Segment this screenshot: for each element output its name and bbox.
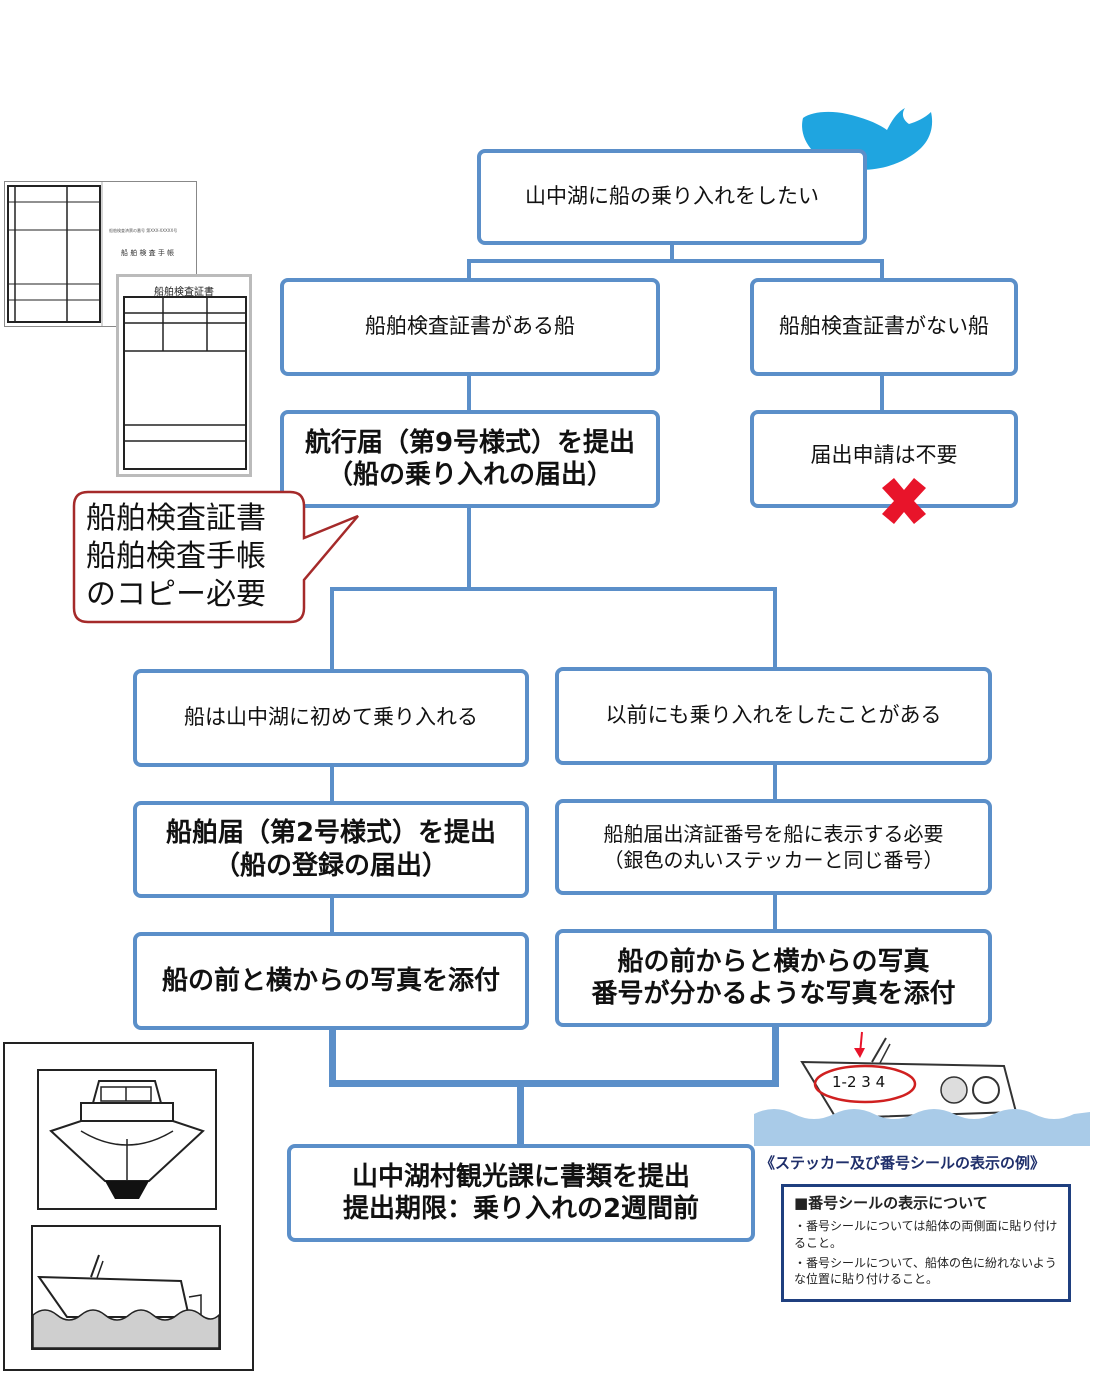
vessel-notice-line1: 船舶届（第2号様式）を提出: [165, 818, 497, 848]
callout-line2: 船舶検査手帳: [86, 539, 266, 575]
connector: [517, 1083, 524, 1147]
no-application-box: 届出申請は不要: [750, 410, 1018, 508]
connector: [330, 765, 334, 803]
connector: [773, 893, 777, 931]
sticker-number: 1-2 3 4: [832, 1073, 886, 1091]
connector: [467, 259, 471, 281]
attach-photo-number-line2: 番号が分かるような写真を添付: [591, 979, 956, 1009]
submit-line2: 提出期限：乗り入れの2週間前: [342, 1194, 700, 1224]
note-item: ・番号シールについて、船体の色に紛れないような位置に貼り付けること。: [794, 1255, 1057, 1287]
connector: [772, 1025, 779, 1086]
navigation-notice-box: 航行届（第9号様式）を提出 （船の乗り入れの届出）: [280, 410, 660, 508]
connector: [467, 259, 884, 263]
boat-front-icon: [37, 1069, 217, 1210]
vessel-notice-box: 船舶届（第2号様式）を提出 （船の登録の届出）: [133, 801, 529, 898]
connector: [670, 244, 674, 262]
callout-line1: 船舶検査証書: [86, 501, 266, 536]
certificate-small-text: 船舶検査済票の番号 第XXX-XXXXX号: [109, 228, 178, 233]
has-certificate-box: 船舶検査証書がある船: [280, 278, 660, 376]
cross-icon: [882, 478, 926, 524]
notebook-title: 船 舶 検 査 手 帳: [121, 249, 175, 257]
no-certificate-text: 船舶検査証書がない船: [779, 314, 989, 339]
certificate-image: 船舶検査証書: [116, 274, 252, 477]
first-time-box: 船は山中湖に初めて乗り入れる: [133, 669, 529, 767]
certificate-notebook-image: 船舶検査済票の番号 第XXX-XXXXX号 船 舶 検 査 手 帳: [4, 181, 197, 327]
navigation-notice-line2: （船の乗り入れの届出）: [326, 460, 613, 490]
connector: [773, 587, 777, 669]
connector: [467, 374, 471, 412]
attach-photo-number-line1: 船の前からと横からの写真: [617, 946, 930, 977]
connector: [330, 587, 334, 671]
has-certificate-text: 船舶検査証書がある船: [365, 314, 575, 339]
connector: [330, 587, 777, 591]
connector: [467, 506, 471, 591]
callout-line3: のコピー必要: [86, 577, 266, 613]
attach-photo-text: 船の前と横からの写真を添付: [161, 965, 500, 996]
no-certificate-box: 船舶検査証書がない船: [750, 278, 1018, 376]
start-text: 山中湖に船の乗り入れをしたい: [525, 184, 819, 209]
certificate-title: 船舶検査証書: [154, 287, 214, 298]
sticker-note-box: ■番号シールの表示について ・番号シールについては船体の両側面に貼り付けること。…: [781, 1184, 1071, 1302]
first-time-text: 船は山中湖に初めて乗り入れる: [184, 705, 478, 730]
connector: [880, 374, 884, 412]
submit-line1: 山中湖村観光課に書類を提出: [351, 1161, 690, 1192]
start-box: 山中湖に船の乗り入れをしたい: [477, 149, 867, 245]
connector: [773, 763, 777, 801]
note-title: ■番号シールの表示について: [794, 1194, 988, 1212]
note-item: ・番号シールについては船体の両側面に貼り付けること。: [794, 1219, 1058, 1250]
connector: [329, 1080, 779, 1087]
display-number-line2: （銀色の丸いステッカーと同じ番号）: [603, 848, 944, 872]
sticker-caption: 《ステッカー及び番号シールの表示の例》: [760, 1154, 1046, 1172]
submit-box: 山中湖村観光課に書類を提出 提出期限：乗り入れの2週間前: [287, 1144, 755, 1242]
vessel-notice-line2: （船の登録の届出）: [213, 850, 448, 881]
attach-photo-number-box: 船の前からと横からの写真 番号が分かるような写真を添付: [555, 929, 992, 1027]
connector: [330, 896, 334, 934]
connector: [329, 1028, 336, 1086]
attach-photo-box: 船の前と横からの写真を添付: [133, 932, 529, 1030]
display-number-line1: 船舶届出済証番号を船に表示する必要: [603, 822, 944, 846]
boat-side-icon: [31, 1225, 221, 1350]
sticker-boat-icon: [754, 1031, 1090, 1146]
callout-text: 船舶検査証書 船舶検査手帳 のコピー必要: [86, 500, 306, 614]
previously-text: 以前にも乗り入れをしたことがある: [605, 703, 942, 728]
display-number-box: 船舶届出済証番号を船に表示する必要 （銀色の丸いステッカーと同じ番号）: [555, 799, 992, 895]
navigation-notice-line1: 航行届（第9号様式）を提出: [304, 427, 636, 458]
connector: [880, 259, 884, 281]
previously-box: 以前にも乗り入れをしたことがある: [555, 667, 992, 765]
no-application-text: 届出申請は不要: [810, 443, 958, 468]
